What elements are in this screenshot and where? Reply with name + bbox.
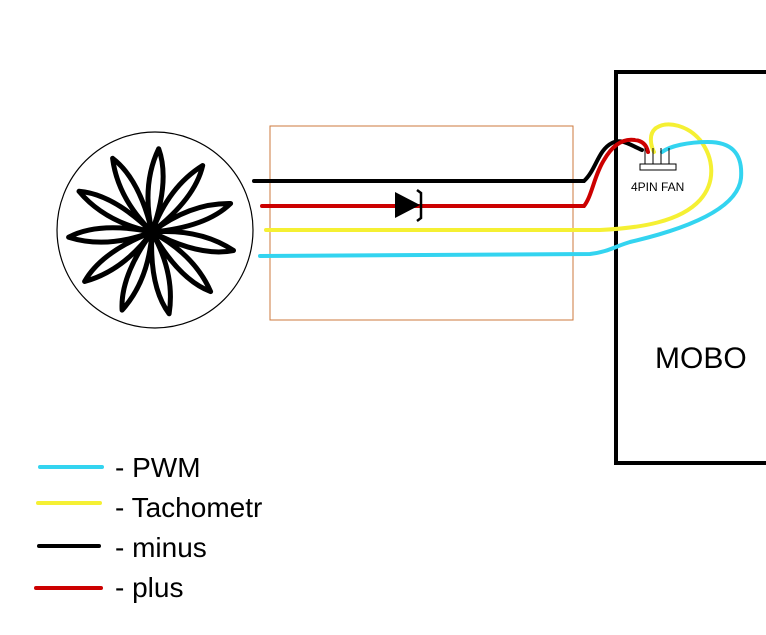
fan-blades (66, 146, 236, 317)
minus-wire (252, 139, 644, 183)
pwm-wire (258, 139, 744, 258)
motherboard-outline (614, 70, 766, 465)
legend-label-tachometer: - Tachometr (115, 492, 262, 523)
connector-label: 4PIN FAN (631, 180, 684, 194)
legend-label-minus: - minus (115, 532, 207, 563)
diode-icon (395, 189, 423, 222)
legend-label-pwm: - PWM (115, 452, 201, 483)
tachometer-wire (264, 122, 714, 232)
motherboard-label: MOBO (655, 342, 747, 375)
plus-wire (260, 137, 650, 208)
legend: - PWM - Tachometr - minus - plus (34, 452, 262, 603)
diode-enclosure-box (269, 125, 574, 321)
legend-label-plus: - plus (115, 572, 183, 603)
four-pin-fan-connector (639, 148, 677, 171)
fan-icon (56, 131, 254, 329)
